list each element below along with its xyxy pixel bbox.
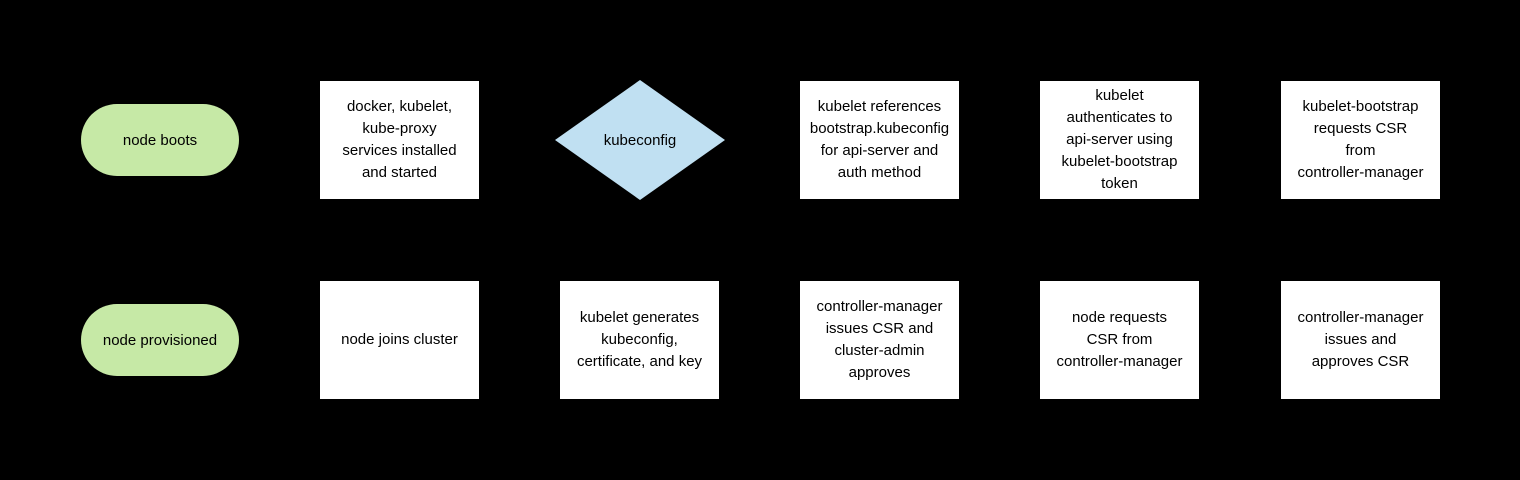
flowchart-node-label: node joins cluster xyxy=(341,331,458,348)
flowchart-node-label: node provisioned xyxy=(102,331,218,349)
flowchart-node-node-provisioned[interactable]: node provisioned xyxy=(81,304,239,376)
flowchart-node-node-joins-cluster[interactable]: node joins cluster xyxy=(320,281,479,399)
